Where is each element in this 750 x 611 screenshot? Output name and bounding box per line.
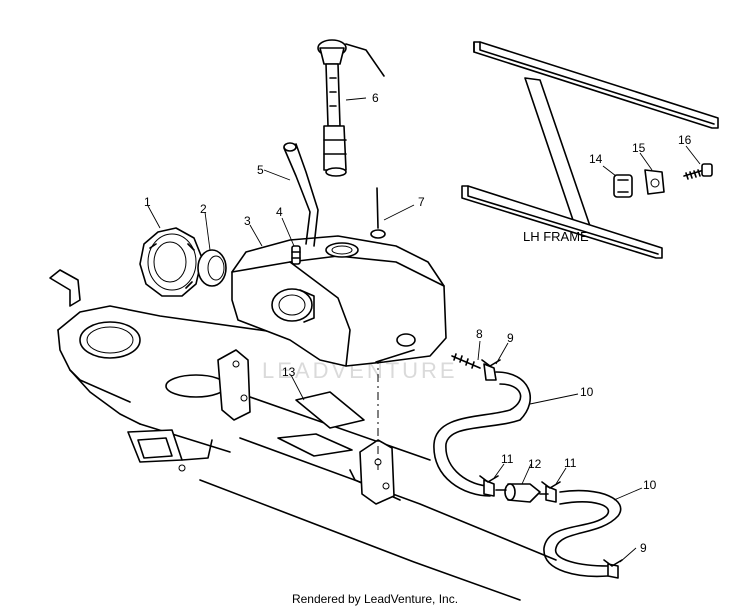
chassis <box>49 269 557 601</box>
fitting-part-8 <box>451 340 481 369</box>
callout-4: 4 <box>276 205 283 219</box>
callout-12: 12 <box>528 457 542 471</box>
callout-7: 7 <box>418 195 425 209</box>
vent-hose-part-5 <box>263 142 319 247</box>
pad-part-13 <box>290 374 365 429</box>
footer-credit: Rendered by LeadVenture, Inc. <box>291 592 459 606</box>
vent-valve-part-7 <box>370 187 415 239</box>
clamp-part-11-right <box>541 467 567 503</box>
fuel-filter-part-12 <box>495 463 549 503</box>
callout-2: 2 <box>200 202 207 216</box>
callout-10-upper: 10 <box>580 385 594 399</box>
callout-13: 13 <box>282 365 296 379</box>
callout-14: 14 <box>589 152 603 166</box>
callout-8: 8 <box>476 327 483 341</box>
cap-part-1 <box>139 205 203 297</box>
clamp-part-11-left <box>479 463 505 497</box>
callout-3: 3 <box>244 214 251 228</box>
callout-11-left: 11 <box>501 452 514 466</box>
callout-16: 16 <box>678 133 692 147</box>
clamp-part-9-upper <box>481 342 509 381</box>
lh-frame <box>461 41 719 259</box>
clamp-part-9-lower <box>603 547 637 579</box>
callout-11-right: 11 <box>564 456 577 470</box>
callout-9-upper: 9 <box>507 331 514 345</box>
bolt-part-16 <box>683 145 713 180</box>
fuel-tank-part-3 <box>231 224 447 367</box>
clamp-part-14 <box>602 165 633 198</box>
frame-label: LH FRAME <box>523 229 589 244</box>
hose-part-10-upper <box>433 371 579 497</box>
callout-1: 1 <box>144 195 151 209</box>
bracket-part-15 <box>639 152 665 195</box>
callout-15: 15 <box>632 141 646 155</box>
hose-part-10-lower <box>543 487 643 578</box>
callout-6: 6 <box>372 91 379 105</box>
callout-5: 5 <box>257 163 264 177</box>
vent-fitting-part-4 <box>281 217 301 265</box>
callout-9-lower: 9 <box>640 541 647 555</box>
gauge-part-6 <box>317 39 385 177</box>
gasket-part-2 <box>197 211 227 287</box>
callout-10-lower: 10 <box>643 478 657 492</box>
